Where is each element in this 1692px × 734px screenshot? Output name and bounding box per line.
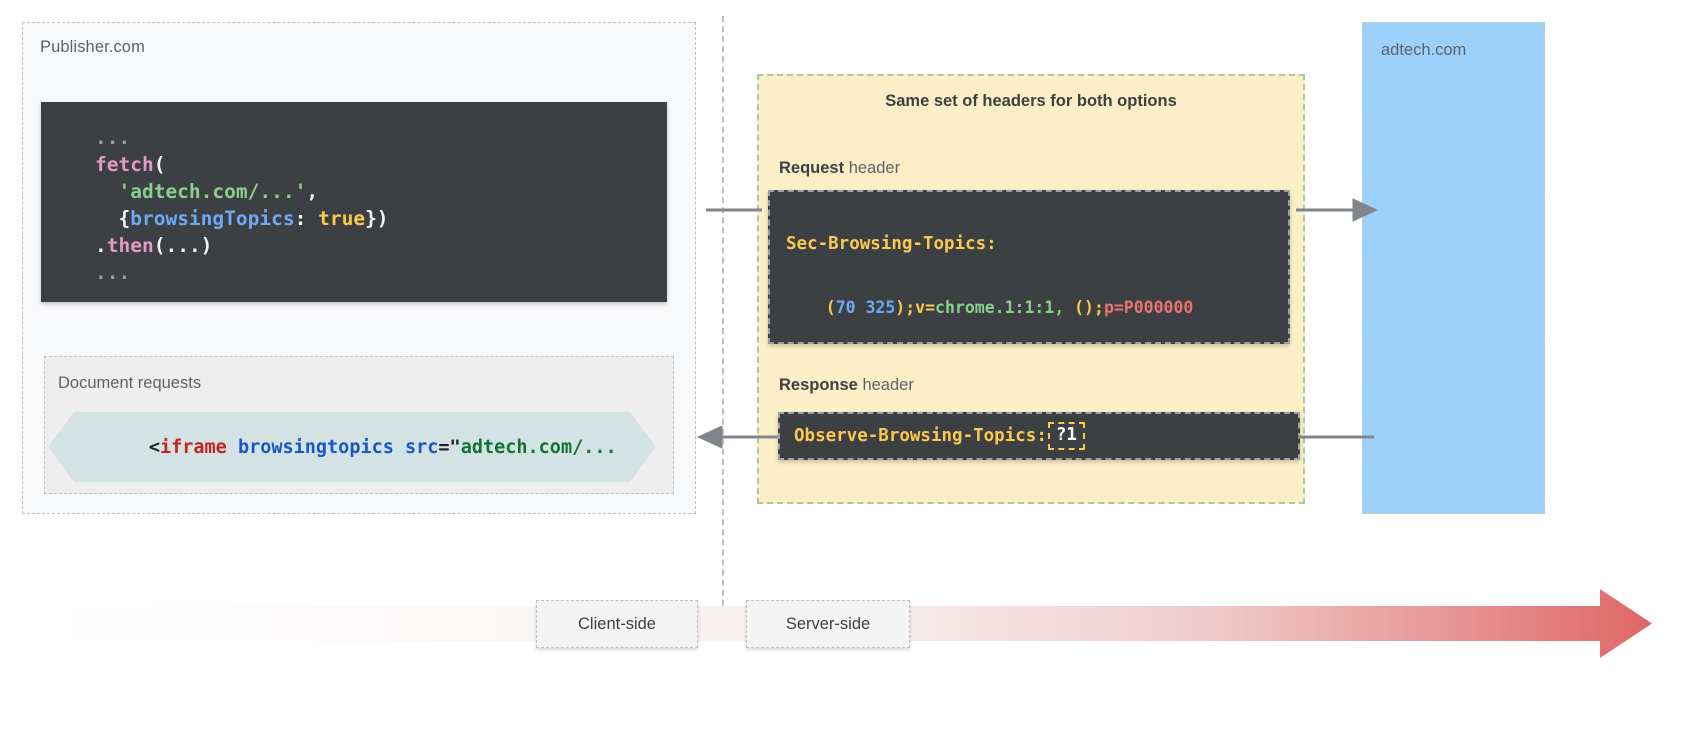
code-token-colon: : <box>294 207 319 230</box>
code-line: 'adtech.com/...', <box>95 178 667 205</box>
iframe-snippet-text: <iframe browsingtopics src="adtech.com/.… <box>48 416 617 479</box>
code-token-brace-open: { <box>95 207 131 230</box>
code-token-dots: ... <box>95 261 131 284</box>
code-token-dot: . <box>95 234 107 257</box>
code-line: fetch( <box>95 151 667 178</box>
snippet-token-lt: < <box>148 436 160 458</box>
request-header-label: Request header <box>779 159 900 178</box>
code-token-dots: ... <box>95 126 131 149</box>
response-header-box: Observe-Browsing-Topics: ?1 <box>778 412 1300 460</box>
fetch-code-block: ... fetch( 'adtech.com/...', {browsingTo… <box>41 102 667 302</box>
code-line: ... <box>95 124 667 151</box>
code-token-true: true <box>318 207 366 230</box>
snippet-token-eq: =" <box>438 436 461 458</box>
value-token-version: chrome.1:1:1, <box>935 298 1075 317</box>
code-token-browsingtopics: browsingTopics <box>130 207 295 230</box>
snippet-token-value: adtech.com/... <box>460 436 617 458</box>
snippet-token-space <box>227 437 238 458</box>
request-header-box <box>768 190 1290 344</box>
value-token-topics: 70 325 <box>835 298 896 317</box>
client-server-divider <box>722 16 724 636</box>
code-line: .then(...) <box>95 232 667 259</box>
request-header-value: (70 325);v=chrome.1:1:1, ();p=P000000 <box>786 279 1194 336</box>
request-header-name: Sec-Browsing-Topics: <box>786 234 997 254</box>
snippet-token-attrs: browsingtopics src <box>237 436 439 458</box>
response-header-value-highlight: ?1 <box>1047 422 1085 450</box>
adtech-label: adtech.com <box>1381 41 1467 59</box>
value-token-paren-open: ( <box>825 298 836 317</box>
code-token-indent <box>95 180 118 203</box>
value-token-semicolon: ; <box>905 298 916 317</box>
code-token-then: then <box>106 234 154 257</box>
snippet-token-tag: iframe <box>159 436 227 458</box>
headers-panel-title: Same set of headers for both options <box>885 92 1177 110</box>
response-header-label-bold: Response <box>779 376 858 394</box>
code-token-brace-close: }) <box>365 207 389 230</box>
code-token-args: (...) <box>153 234 213 257</box>
code-token-url: 'adtech.com/...' <box>118 180 307 203</box>
response-header-label: Response header <box>779 376 914 395</box>
adtech-panel <box>1362 22 1545 514</box>
value-token-semicolon-2: ; <box>1094 298 1104 317</box>
chip-client-side: Client-side <box>536 600 698 648</box>
response-header-label-rest: header <box>857 376 914 394</box>
iframe-snippet-chip: <iframe browsingtopics src="adtech.com/.… <box>48 412 656 482</box>
code-line: ... <box>95 259 667 286</box>
code-token-fetch: fetch <box>95 153 154 176</box>
request-header-label-rest: header <box>844 159 901 177</box>
chip-server-side: Server-side <box>746 600 910 648</box>
response-header-name: Observe-Browsing-Topics: <box>794 426 1047 446</box>
value-token-padding: p=P000000 <box>1103 298 1194 317</box>
value-token-vkey: v= <box>915 298 936 317</box>
value-token-paren-close: ) <box>895 298 906 317</box>
code-token-comma: , <box>306 180 319 203</box>
code-line: {browsingTopics: true}) <box>95 205 667 232</box>
request-header-label-bold: Request <box>779 159 845 177</box>
value-token-empty-parens: () <box>1074 298 1094 317</box>
code-token-paren: ( <box>153 153 166 176</box>
publisher-label: Publisher.com <box>40 38 145 56</box>
document-requests-label: Document requests <box>58 374 202 392</box>
